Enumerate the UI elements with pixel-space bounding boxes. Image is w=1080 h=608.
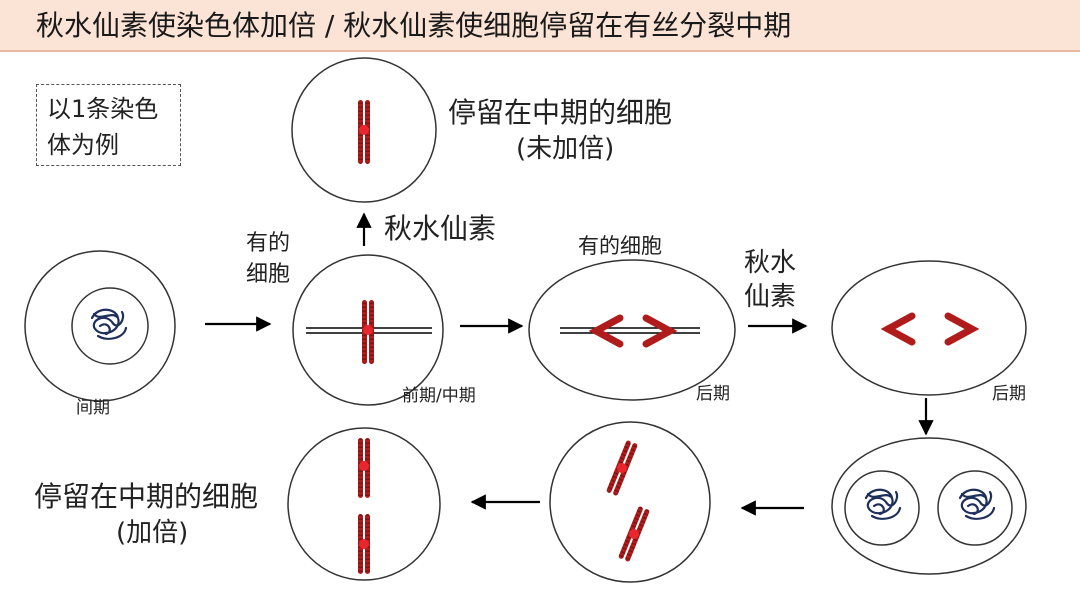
chromosome-icon — [362, 300, 374, 364]
title-bar: 秋水仙素使染色体加倍 / 秋水仙素使细胞停留在有丝分裂中期 — [0, 0, 1080, 52]
chromatid-pair-anaphase-1 — [588, 314, 678, 348]
note-box: 以1条染色体为例 — [36, 84, 181, 166]
label-prometaphase-metaphase: 前期/中期 — [402, 386, 476, 406]
cell-arrested-bottom — [287, 427, 441, 581]
label-some-cells-1: 有的 细胞 — [246, 231, 291, 287]
spindle-line-anaphase — [560, 327, 700, 334]
chromosome-icon — [358, 514, 370, 574]
chromosome-icon — [358, 438, 370, 498]
label-colchicine-up: 秋水仙素 — [384, 212, 497, 245]
chromatid-pair-anaphase-2 — [880, 312, 980, 346]
cell-tetraploid-prophase — [549, 421, 711, 583]
chromosome-icon — [358, 100, 370, 164]
cell-binucleate — [831, 437, 1027, 575]
label-colchicine-right: 秋水 仙素 — [744, 248, 797, 312]
tangled-chromatin-icon — [90, 308, 128, 340]
chromosome-icon — [618, 506, 650, 562]
label-anaphase-2: 后期 — [992, 384, 1026, 404]
label-interphase: 间期 — [76, 398, 110, 418]
label-arrested-top-line1: 停留在中期的细胞 — [448, 96, 673, 129]
label-arrested-bottom-line1: 停留在中期的细胞 — [34, 480, 259, 513]
chromosome-icon — [606, 440, 638, 496]
label-anaphase-1: 后期 — [696, 384, 730, 404]
label-arrested-top-line2: (未加倍) — [516, 134, 615, 164]
page-title: 秋水仙素使染色体加倍 / 秋水仙素使细胞停留在有丝分裂中期 — [36, 9, 792, 42]
cell-anaphase-1 — [528, 259, 736, 401]
note-text: 以1条染色体为例 — [47, 95, 159, 159]
label-some-cells-2: 有的细胞 — [578, 234, 662, 258]
cell-anaphase-2 — [831, 260, 1027, 396]
label-arrested-bottom-line2: (加倍) — [116, 518, 189, 548]
tangled-chromatin-icon — [864, 488, 902, 520]
tangled-chromatin-icon — [958, 488, 996, 520]
